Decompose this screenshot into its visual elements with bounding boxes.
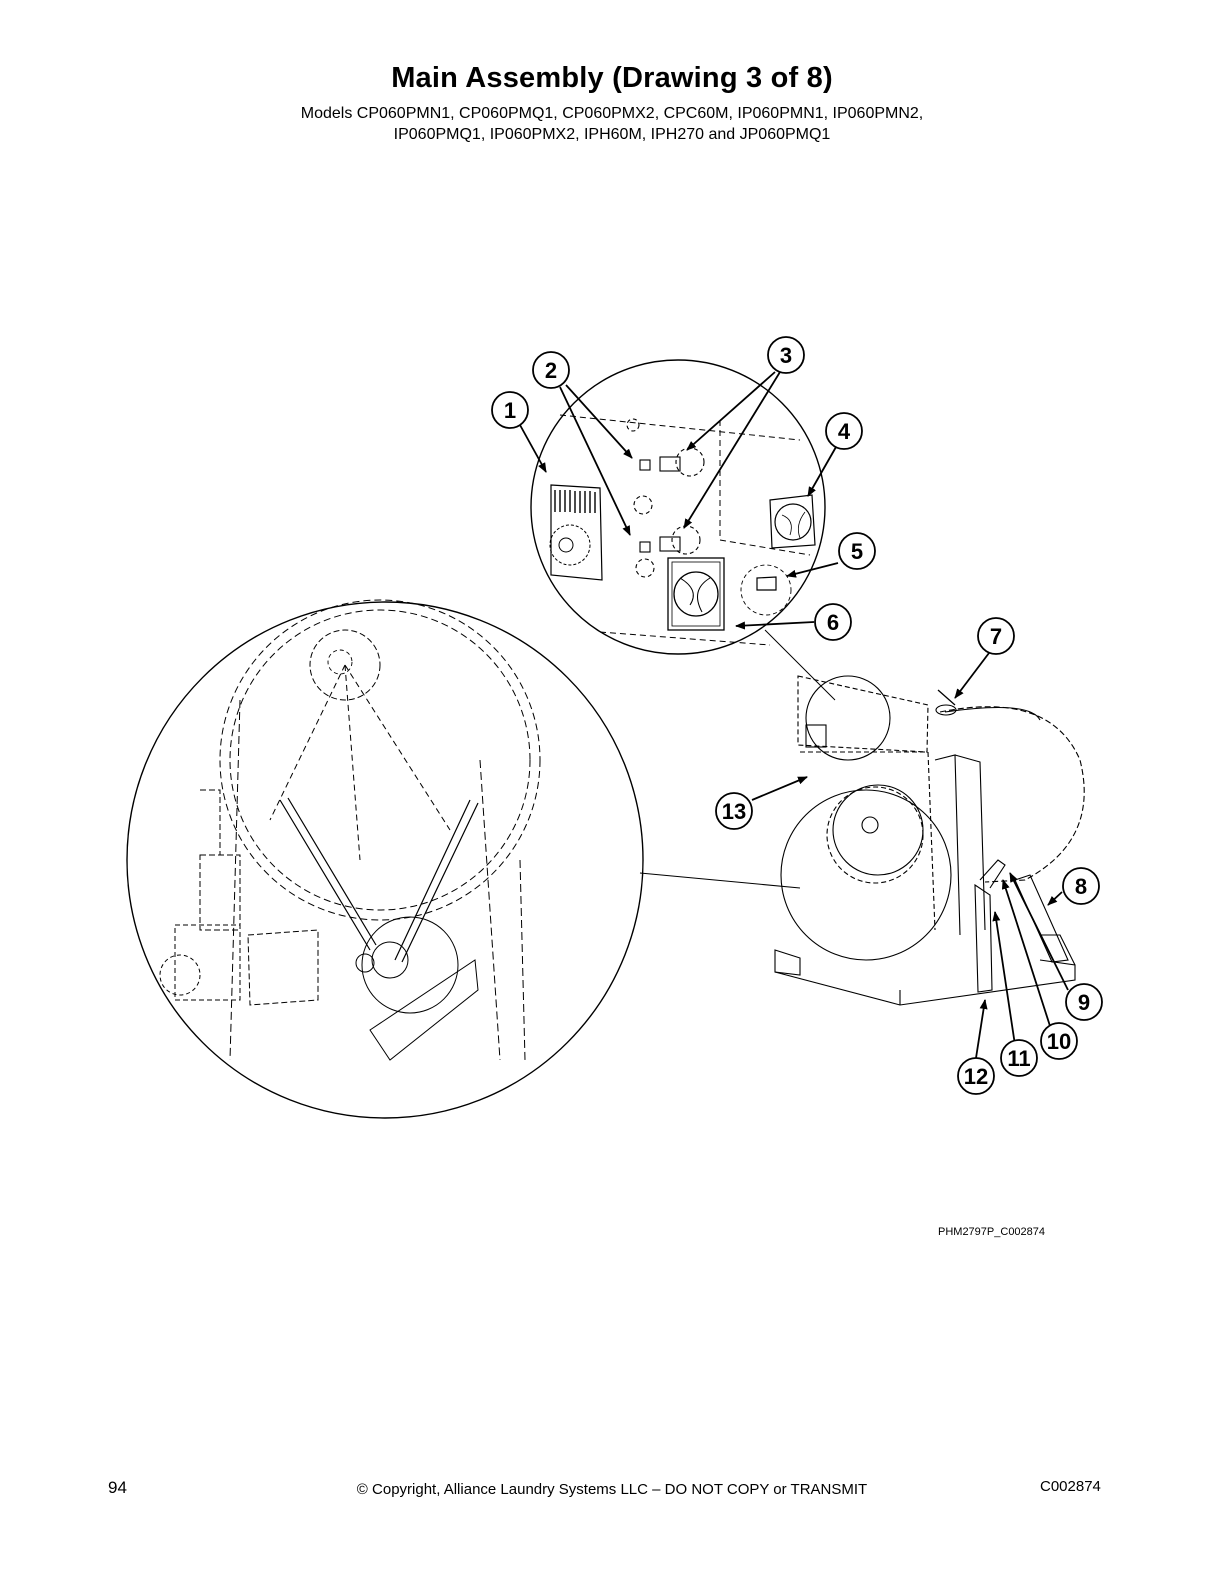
callout-5: 5 [851,539,863,564]
fittings [626,418,705,578]
callout-6: 6 [827,610,839,635]
callout-2: 2 [545,358,557,383]
callout-11: 11 [1007,1046,1030,1071]
callout-8: 8 [1075,874,1087,899]
copyright-notice: © Copyright, Alliance Laundry Systems LL… [356,1481,868,1498]
models-line-2: IP060PMQ1, IP060PMX2, IPH60M, IPH270 and… [393,126,831,143]
callouts [491,336,1103,1095]
callout-9: 9 [1078,990,1090,1015]
page-title: Main Assembly (Drawing 3 of 8) [391,62,833,94]
switch-tab [756,576,777,591]
page-number: 94 [108,1478,127,1497]
callout-12: 12 [964,1064,988,1089]
machine-overview [774,675,1085,1006]
detail-circle-control-panel [530,359,826,655]
callout-7: 7 [990,624,1002,649]
fan-small [769,494,816,549]
callout-4: 4 [838,419,851,444]
callout-1: 1 [504,398,516,423]
callout-3: 3 [780,343,792,368]
detail-circle-drive [126,599,644,1119]
models-list: Models CP060PMN1, CP060PMQ1, CP060PMX2, … [0,103,1224,145]
fan-large [667,557,725,631]
callout-10: 10 [1047,1029,1071,1054]
display-grille [549,484,603,581]
models-line-1: Models CP060PMN1, CP060PMQ1, CP060PMX2, … [300,105,924,122]
document-code: C002874 [1040,1478,1101,1495]
figure-id: PHM2797P_C002874 [938,1226,1046,1238]
callout-13: 13 [722,799,746,824]
